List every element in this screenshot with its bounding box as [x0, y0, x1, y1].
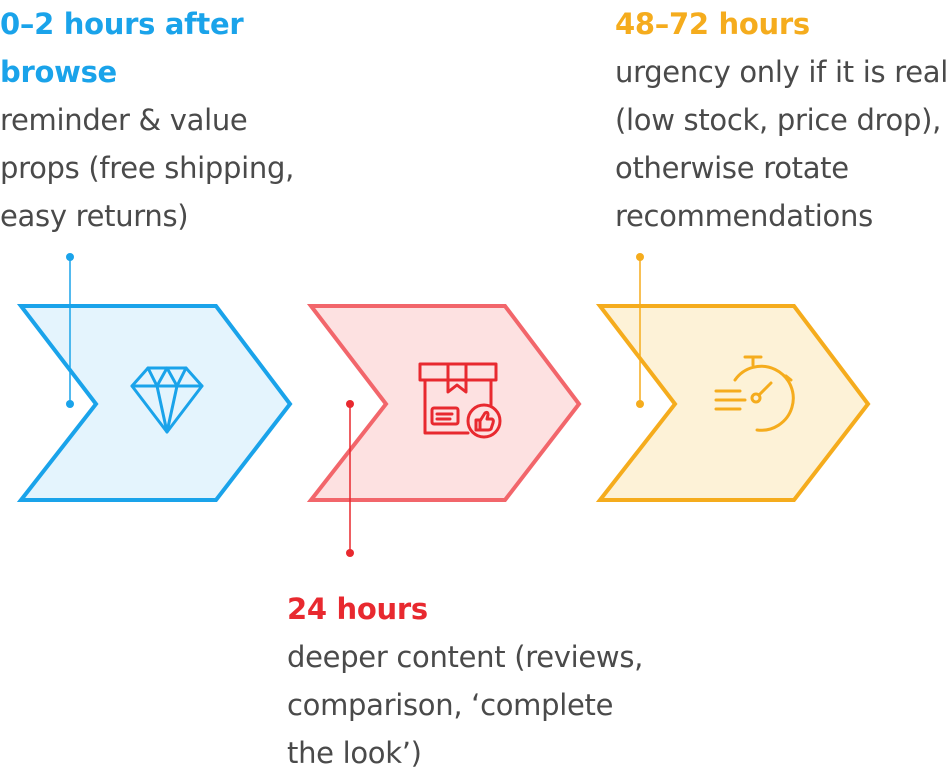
step-2-connector-top-dot — [346, 400, 354, 408]
step-2-chevron — [306, 304, 582, 502]
step-3-connector-top-dot — [636, 253, 644, 261]
step-1-description: reminder & value props (free shipping, e… — [0, 103, 295, 233]
step-1-title: 0–2 hours after browse — [0, 7, 244, 89]
diamond-icon — [130, 366, 204, 434]
step-3-description: urgency only if it is real (low stock, p… — [615, 55, 948, 233]
step-2-connector-bottom-dot — [346, 549, 354, 557]
step-2-text: 24 hours deeper content (reviews, compar… — [287, 585, 647, 777]
stopwatch-icon — [714, 355, 795, 432]
step-2-description: deeper content (reviews, comparison, ‘co… — [287, 640, 644, 770]
step-1-chevron — [16, 304, 293, 502]
step-3-connector-bottom-dot — [636, 400, 644, 408]
step-1-text: 0–2 hours after browse reminder & value … — [0, 0, 330, 240]
step-3-title: 48–72 hours — [615, 7, 810, 41]
step-1-connector-top-dot — [66, 253, 74, 261]
step-1-connector-bottom-dot — [66, 400, 74, 408]
step-2-title: 24 hours — [287, 592, 428, 626]
step-3-text: 48–72 hours urgency only if it is real (… — [615, 0, 951, 240]
package-thumbs-up-icon — [418, 362, 502, 439]
step-3-chevron — [595, 304, 871, 502]
